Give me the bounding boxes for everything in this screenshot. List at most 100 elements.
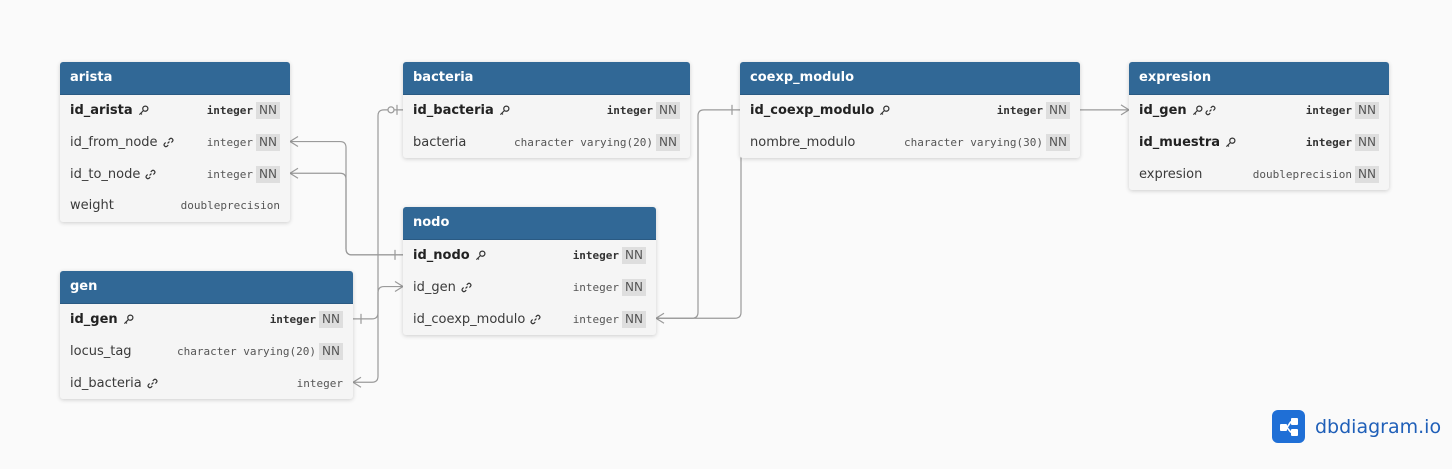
crowfoot-marker[interactable]: [352, 376, 362, 388]
field-type: character varying(20): [176, 345, 317, 359]
not-null-badge: NN: [256, 134, 280, 152]
foreign-key-icon: [1205, 105, 1216, 116]
field-name: id_gen: [1139, 103, 1187, 119]
foreign-key-icon: [147, 378, 158, 389]
not-null-badge: NN: [1355, 165, 1379, 183]
relationship-line-coexp-modulo-bottom[interactable]: [656, 157, 742, 319]
crowfoot-marker[interactable]: [289, 136, 299, 148]
crowfoot-marker[interactable]: [655, 312, 665, 324]
primary-key-icon: [499, 105, 510, 116]
foreign-key-icon: [145, 169, 156, 180]
field-type: doubleprecision: [180, 199, 280, 213]
crowfoot-marker[interactable]: [394, 281, 404, 293]
not-null-badge: NN: [319, 343, 343, 361]
field-type: integer: [1305, 136, 1353, 150]
crowfoot-marker[interactable]: [1120, 104, 1130, 116]
field-name: id_arista: [70, 103, 133, 119]
relationship-line-arista-to-node[interactable]: [290, 172, 403, 256]
not-null-badge: NN: [656, 134, 680, 152]
field-row[interactable]: bacteria character varying(20)NN: [403, 127, 690, 159]
field-meta: doubleprecision: [181, 199, 280, 212]
field-name: id_from_node: [70, 135, 158, 151]
table-header[interactable]: bacteria: [403, 62, 690, 95]
table-header[interactable]: coexp_modulo: [740, 62, 1080, 95]
field-row[interactable]: id_bacteria integer: [60, 367, 353, 399]
table-header[interactable]: expresion: [1129, 62, 1389, 95]
field-type: integer: [1305, 104, 1353, 118]
field-name: nombre_modulo: [750, 135, 856, 151]
field-name: id_bacteria: [70, 375, 142, 391]
dbdiagram-logo[interactable]: dbdiagram.io: [1272, 410, 1441, 443]
relationship-line-gen-bacteria[interactable]: [353, 109, 403, 383]
field-type: integer: [206, 104, 254, 118]
field-row[interactable]: locus_tag character varying(20)NN: [60, 336, 353, 368]
table-header[interactable]: arista: [60, 62, 290, 95]
field-type: integer: [572, 249, 620, 263]
foreign-key-icon: [163, 137, 174, 148]
not-null-badge: NN: [622, 279, 646, 297]
field-row[interactable]: nombre_modulo character varying(30)NN: [740, 127, 1080, 159]
crowfoot-marker[interactable]: [289, 167, 299, 179]
not-null-badge: NN: [1046, 134, 1070, 152]
field-name: locus_tag: [70, 344, 132, 360]
not-null-badge: NN: [622, 247, 646, 265]
field-name: id_gen: [413, 280, 456, 296]
field-name: id_gen: [70, 312, 118, 328]
field-meta: integer: [297, 377, 343, 390]
not-null-badge: NN: [256, 102, 280, 120]
table-header[interactable]: gen: [60, 271, 353, 304]
field-name: id_coexp_modulo: [413, 311, 526, 327]
field-type: character varying(30): [903, 136, 1044, 150]
field-name: id_muestra: [1139, 135, 1221, 151]
not-null-badge: NN: [656, 102, 680, 120]
field-type: character varying(20): [513, 136, 654, 150]
primary-key-icon: [123, 314, 134, 325]
field-name: id_nodo: [413, 248, 470, 264]
field-type: integer: [996, 104, 1044, 118]
primary-key-icon: [138, 105, 149, 116]
primary-key-icon: [475, 250, 486, 261]
not-null-badge: NN: [319, 311, 343, 329]
table-header[interactable]: nodo: [403, 207, 656, 240]
field-type: integer: [572, 312, 620, 326]
field-meta: character varying(30)NN: [903, 134, 1070, 152]
field-type: integer: [606, 104, 654, 118]
foreign-key-icon: [530, 314, 541, 325]
not-null-badge: NN: [256, 165, 280, 183]
field-name: expresion: [1139, 166, 1203, 182]
field-name: id_bacteria: [413, 103, 494, 119]
zero-marker: [387, 106, 395, 114]
field-name: bacteria: [413, 135, 467, 151]
field-meta: character varying(20)NN: [513, 134, 680, 152]
field-meta: character varying(20)NN: [176, 343, 343, 361]
field-type: integer: [269, 313, 317, 327]
